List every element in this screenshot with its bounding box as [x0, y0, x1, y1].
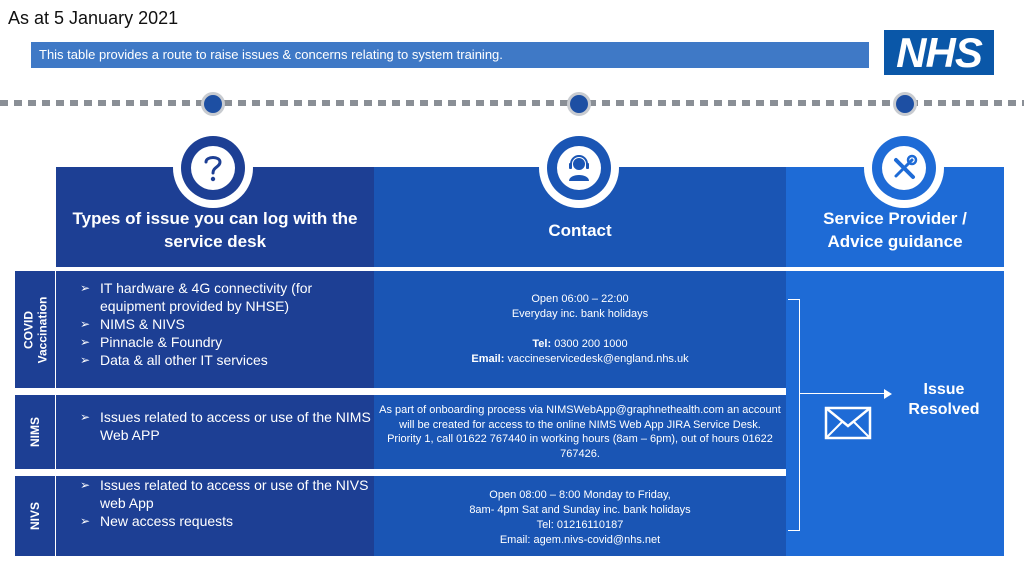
row-label-text: NIMS [28, 417, 42, 447]
list-item: Data & all other IT services [80, 351, 374, 369]
badge-contact-inner [547, 136, 611, 200]
header-types: Types of issue you can log with the serv… [72, 209, 358, 251]
list-item: Pinnacle & Foundry [80, 333, 374, 351]
list-item: Issues related to access or use of the N… [80, 476, 374, 512]
email-label: Email: [471, 353, 505, 365]
contact-nivs: Open 08:00 – 8:00 Monday to Friday, 8am-… [374, 476, 786, 556]
contact-email: Email: agem.nivs-covid@nhs.net [499, 534, 661, 546]
row-label-nivs: NIVS [15, 476, 55, 556]
timeline-knob [201, 92, 225, 116]
issues-nims: Issues related to access or use of the N… [56, 395, 374, 469]
nhs-logo: NHS [884, 30, 994, 75]
envelope-icon [824, 406, 872, 445]
resolved-arrow-head [884, 389, 892, 399]
contact-hours: Open 06:00 – 22:00 [531, 293, 629, 305]
contact-email-line: Email: vaccineservicedesk@england.nhs.uk [378, 352, 782, 367]
issue-resolved-label: Issue Resolved [908, 381, 980, 418]
provider-panel [786, 271, 1004, 556]
list-item: New access requests [80, 512, 374, 530]
contact-tel: Tel: 01216110187 [536, 519, 624, 531]
date-title: As at 5 January 2021 [8, 8, 179, 28]
row-label-covid: COVID Vaccination [15, 271, 55, 388]
contact-priority-text: Priority 1, call 01622 767440 in working… [387, 433, 773, 460]
issues-nivs: Issues related to access or use of the N… [56, 476, 374, 556]
bracket [788, 299, 800, 531]
tools-icon [882, 146, 926, 190]
header-contact: Contact [548, 220, 612, 240]
tel-label: Tel: [532, 338, 552, 350]
row-label-text: NIVS [27, 501, 42, 531]
timeline-knob [567, 92, 591, 116]
contact-line2: 8am- 4pm Sat and Sunday inc. bank holida… [469, 504, 691, 516]
contact-nims: As part of onboarding process via NIMSWe… [374, 395, 786, 469]
badge-provider [864, 128, 944, 208]
badge-types-inner [181, 136, 245, 200]
badge-provider-inner [872, 136, 936, 200]
list-item: Issues related to access or use of the N… [80, 408, 374, 444]
header-provider: Service Provider / Advice guidance [823, 209, 967, 251]
email-value: vaccineservicedesk@england.nhs.uk [507, 353, 689, 365]
headset-agent-icon [557, 146, 601, 190]
timeline-knob [893, 92, 917, 116]
list-item: NIMS & NIVS [80, 315, 374, 333]
dotted-divider [0, 100, 1024, 106]
contact-days: Everyday inc. bank holidays [511, 308, 649, 320]
contact-covid: Open 06:00 – 22:00 Everyday inc. bank ho… [374, 271, 786, 388]
contact-onboarding-text: As part of onboarding process via NIMSWe… [379, 404, 781, 431]
tel-value: 0300 200 1000 [554, 338, 628, 350]
contact-line1: Open 08:00 – 8:00 Monday to Friday, [489, 489, 671, 501]
badge-contact [539, 128, 619, 208]
issues-covid: IT hardware & 4G connectivity (for equip… [56, 271, 374, 388]
row-label-nims: NIMS [15, 395, 55, 469]
row-label-text: COVID Vaccination [21, 296, 49, 363]
list-item: IT hardware & 4G connectivity (for equip… [80, 279, 374, 315]
contact-tel-line: Tel: 0300 200 1000 [378, 337, 782, 352]
subtitle-bar: This table provides a route to raise iss… [31, 42, 869, 68]
question-mark-icon [191, 146, 235, 190]
resolved-arrow-line [800, 393, 885, 394]
badge-types [173, 128, 253, 208]
